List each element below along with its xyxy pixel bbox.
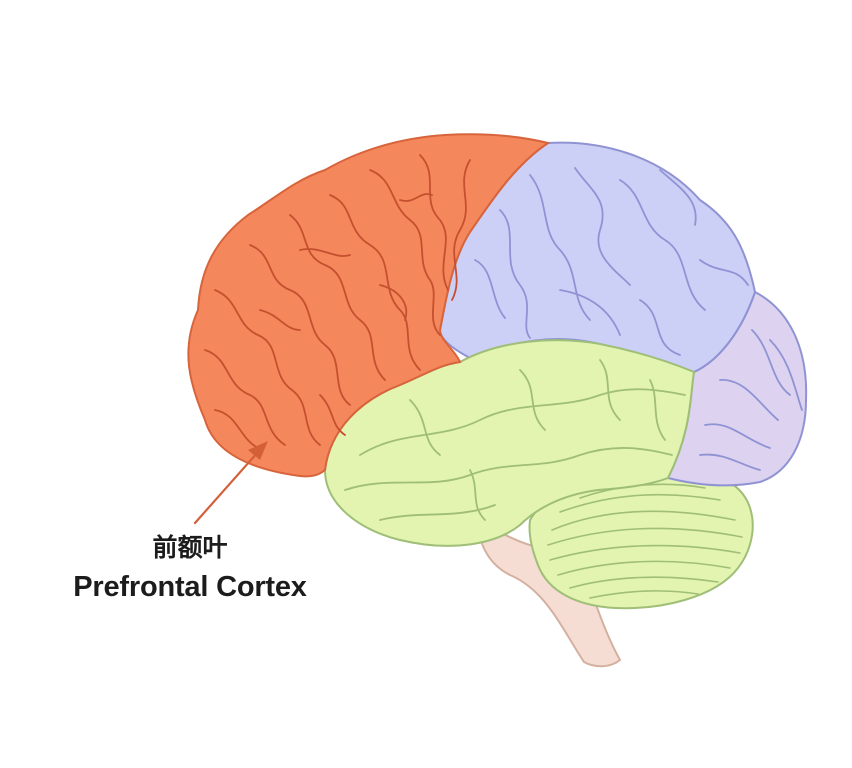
pointer-arrow <box>193 441 268 525</box>
parietal-lobe <box>438 141 757 374</box>
label-english: Prefrontal Cortex <box>73 571 307 603</box>
occipital-lobe <box>666 290 808 487</box>
label-chinese: 前额叶 <box>152 533 228 562</box>
temporal-lobe <box>323 339 696 547</box>
region-label: 前额叶 Prefrontal Cortex <box>40 528 340 606</box>
frontal-lobe[interactable] <box>187 133 551 478</box>
cerebellum <box>528 469 754 610</box>
